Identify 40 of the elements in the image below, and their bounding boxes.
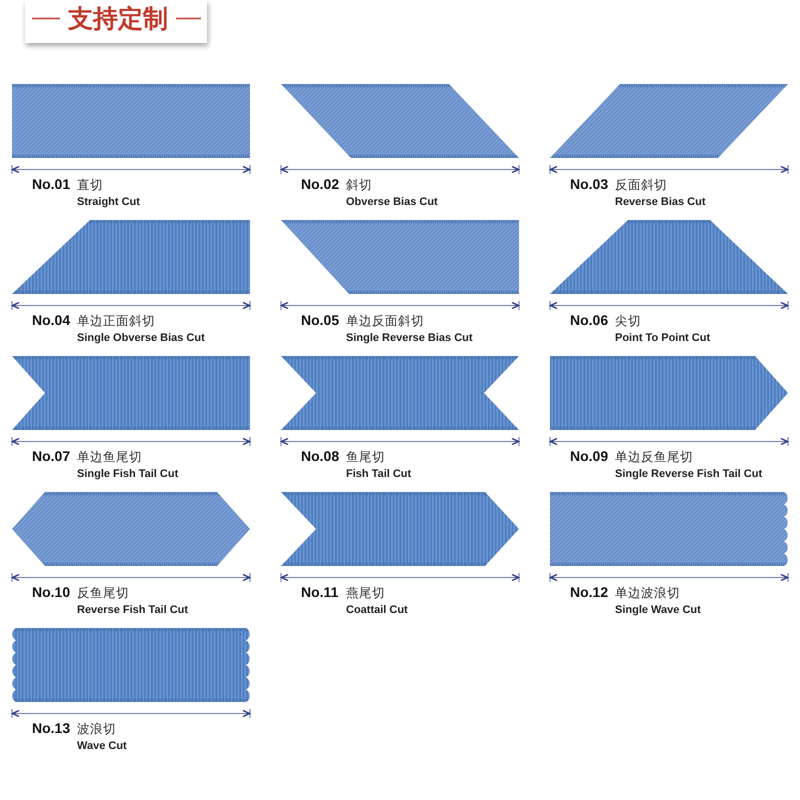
item-number: No.01: [32, 176, 70, 192]
item-number: No.06: [570, 312, 608, 328]
item-number: No.11: [301, 584, 338, 600]
english-caption: Wave Cut: [77, 740, 127, 753]
chinese-caption: 单边正面斜切: [77, 313, 155, 328]
english-caption: Coattail Cut: [346, 604, 408, 617]
chinese-caption: 单边反面斜切: [346, 313, 424, 328]
english-caption: Obverse Bias Cut: [346, 196, 438, 209]
chinese-caption: 鱼尾切: [346, 449, 385, 464]
english-caption: Single Wave Cut: [615, 604, 701, 617]
item-number: No.12: [570, 584, 608, 600]
item-number: No.02: [301, 176, 340, 192]
chinese-caption: 斜切: [346, 177, 372, 192]
item-number: No.04: [32, 312, 70, 328]
chinese-caption: 燕尾切: [346, 585, 385, 600]
english-caption: Reverse Fish Tail Cut: [77, 604, 188, 617]
english-caption: Single Reverse Fish Tail Cut: [615, 468, 762, 481]
english-caption: Single Obverse Bias Cut: [77, 332, 205, 345]
item-number: No.03: [570, 176, 608, 192]
item-number: No.10: [32, 584, 70, 600]
chinese-caption: 直切: [77, 177, 103, 192]
english-caption: Straight Cut: [77, 196, 140, 209]
item-number: No.13: [32, 720, 70, 736]
item-number: No.08: [301, 448, 340, 464]
english-caption: Single Fish Tail Cut: [77, 468, 178, 481]
item-number: No.09: [570, 448, 608, 464]
chinese-caption: 尖切: [615, 313, 641, 328]
english-caption: Single Reverse Bias Cut: [346, 332, 473, 345]
chinese-caption: 波浪切: [77, 721, 116, 736]
chinese-caption: 单边波浪切: [615, 585, 680, 600]
item-number: No.07: [32, 448, 70, 464]
chinese-caption: 单边反鱼尾切: [615, 449, 693, 464]
english-caption: Point To Point Cut: [615, 332, 710, 345]
chinese-caption: 反面斜切: [615, 177, 667, 192]
item-number: No.05: [301, 312, 340, 328]
title: 支持定制: [68, 4, 168, 34]
english-caption: Fish Tail Cut: [346, 468, 412, 481]
chinese-caption: 反鱼尾切: [77, 585, 129, 600]
chinese-caption: 单边鱼尾切: [77, 449, 142, 464]
english-caption: Reverse Bias Cut: [615, 196, 706, 209]
